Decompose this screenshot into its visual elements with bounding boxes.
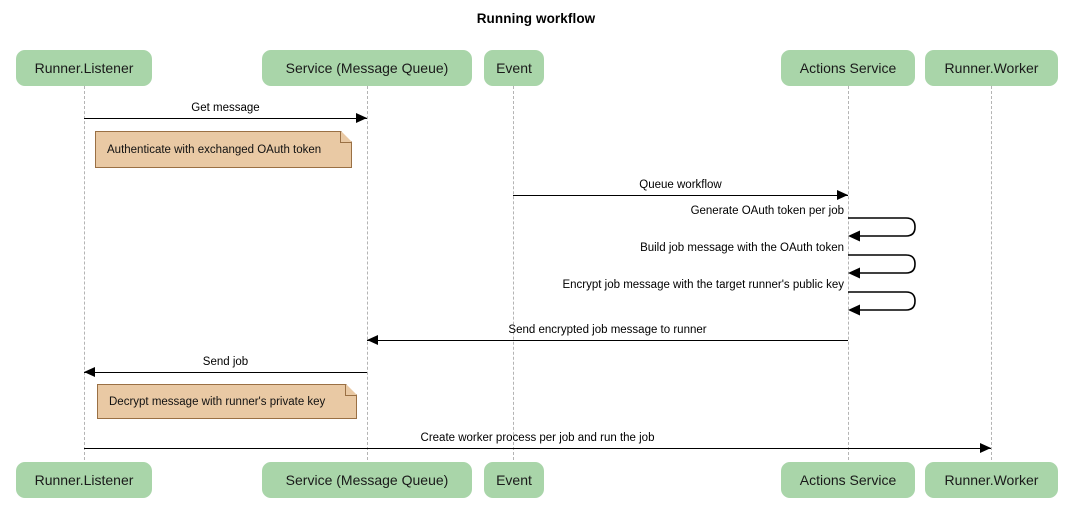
participant-bottom-service-message-queue[interactable]: Service (Message Queue) — [262, 462, 472, 498]
participant-top-runner-listener[interactable]: Runner.Listener — [16, 50, 152, 86]
message-label-get-message: Get message — [191, 102, 260, 114]
arrowhead-send-job — [84, 367, 95, 378]
participant-label: Service (Message Queue) — [285, 60, 449, 76]
note-authenticate-note: Authenticate with exchanged OAuth token — [95, 131, 352, 168]
participant-bottom-actions-service[interactable]: Actions Service — [781, 462, 915, 498]
page-title: Running workflow — [476, 11, 596, 26]
note-fold-icon — [346, 384, 357, 395]
participant-label: Service (Message Queue) — [285, 472, 449, 488]
arrowhead-create-worker-process — [980, 443, 991, 454]
participant-bottom-runner-listener[interactable]: Runner.Listener — [16, 462, 152, 498]
message-label-encrypt-job-message: Encrypt job message with the target runn… — [562, 279, 844, 291]
message-label-build-job-message: Build job message with the OAuth token — [640, 242, 844, 254]
participant-top-runner-worker[interactable]: Runner.Worker — [925, 50, 1058, 86]
participant-label: Runner.Worker — [944, 472, 1039, 488]
lifeline-event — [513, 86, 514, 460]
message-label-send-encrypted-job-message: Send encrypted job message to runner — [508, 324, 707, 336]
participant-label: Actions Service — [799, 472, 897, 488]
note-decrypt-note: Decrypt message with runner's private ke… — [97, 384, 357, 419]
message-line-get-message — [84, 118, 367, 119]
lifeline-runner-listener — [84, 86, 85, 460]
message-line-send-job — [84, 372, 367, 373]
participant-bottom-event[interactable]: Event — [484, 462, 544, 498]
participant-top-service-message-queue[interactable]: Service (Message Queue) — [262, 50, 472, 86]
message-label-generate-oauth-token: Generate OAuth token per job — [690, 205, 844, 217]
participant-bottom-runner-worker[interactable]: Runner.Worker — [925, 462, 1058, 498]
arrowhead-queue-workflow — [837, 190, 848, 201]
self-message-generate-oauth-token — [848, 216, 919, 248]
arrowhead-send-encrypted-job-message — [367, 335, 378, 346]
participant-label: Event — [496, 472, 532, 488]
lifeline-runner-worker — [991, 86, 992, 460]
self-message-encrypt-job-message — [848, 290, 919, 322]
participant-top-actions-service[interactable]: Actions Service — [781, 50, 915, 86]
note-fold-icon — [341, 131, 352, 142]
lifeline-service-message-queue — [367, 86, 368, 460]
note-fold-edge-icon — [340, 131, 352, 143]
participant-label: Event — [496, 60, 532, 76]
note-text: Decrypt message with runner's private ke… — [109, 395, 326, 408]
message-line-send-encrypted-job-message — [367, 340, 848, 341]
participant-label: Actions Service — [799, 60, 897, 76]
message-label-create-worker-process: Create worker process per job and run th… — [420, 432, 655, 444]
participant-top-event[interactable]: Event — [484, 50, 544, 86]
message-label-send-job: Send job — [202, 356, 249, 368]
participant-label: Runner.Worker — [944, 60, 1039, 76]
arrowhead-get-message — [356, 113, 367, 124]
self-message-build-job-message — [848, 253, 919, 285]
participant-label: Runner.Listener — [34, 472, 134, 488]
participant-label: Runner.Listener — [34, 60, 134, 76]
note-text: Authenticate with exchanged OAuth token — [107, 143, 322, 156]
message-label-queue-workflow: Queue workflow — [639, 179, 722, 191]
note-fold-edge-icon — [345, 384, 357, 396]
message-line-create-worker-process — [84, 448, 991, 449]
message-line-queue-workflow — [513, 195, 848, 196]
